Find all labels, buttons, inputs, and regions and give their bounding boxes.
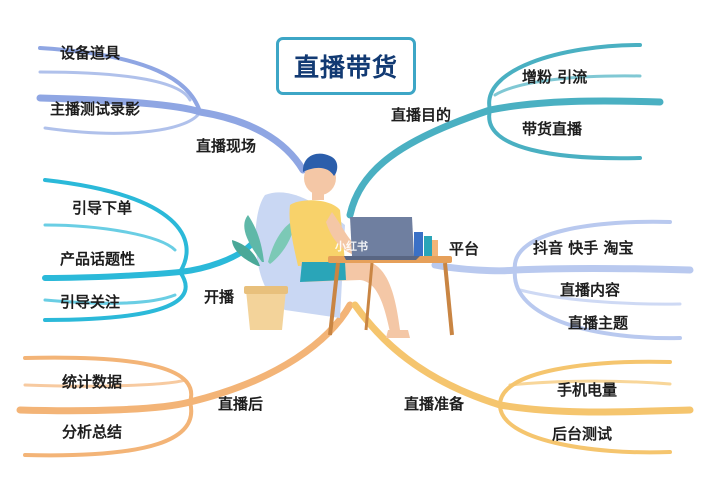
- node-analysis-summary: 分析总结: [62, 423, 123, 441]
- branch-lines-after-live: [16, 301, 354, 458]
- branch-label-go-live: 开播: [204, 288, 235, 306]
- node-guide-follow: 引导关注: [60, 293, 121, 311]
- branch-label-live-prep: 直播准备: [404, 395, 465, 413]
- node-gain-fans: 增粉 引流: [522, 68, 588, 86]
- page-title: 直播带货: [293, 53, 398, 82]
- branch-label-platform: 平台: [449, 240, 480, 258]
- node-selling-live: 带货直播: [522, 120, 583, 138]
- node-statistics: 统计数据: [62, 373, 123, 391]
- node-host-test-recording: 主播测试录影: [50, 100, 141, 118]
- person-with-laptop-illustration: [232, 153, 454, 338]
- branch-lines-live-goal: [346, 43, 664, 219]
- title-box: 直播带货: [276, 37, 416, 95]
- branch-lines-go-live: [42, 178, 258, 322]
- branch-label-after-live: 直播后: [218, 395, 264, 413]
- branch-lines-live-prep: [351, 301, 694, 455]
- branch-label-live-goal: 直播目的: [391, 106, 452, 124]
- node-live-theme: 直播主题: [568, 314, 629, 332]
- watermark-logo: 小红书: [335, 240, 368, 253]
- branch-lines-live-scene: [36, 46, 307, 174]
- node-backend-test: 后台测试: [552, 425, 613, 443]
- node-phone-battery: 手机电量: [557, 381, 618, 399]
- node-live-content: 直播内容: [560, 281, 621, 299]
- branch-label-live-scene: 直播现场: [196, 137, 257, 155]
- node-equipment-props: 设备道具: [60, 44, 121, 62]
- node-guide-order: 引导下单: [72, 199, 133, 217]
- branch-lines-platform: [431, 219, 694, 341]
- node-platform-list: 抖音 快手 淘宝: [533, 239, 634, 257]
- node-product-topic: 产品话题性: [60, 250, 136, 268]
